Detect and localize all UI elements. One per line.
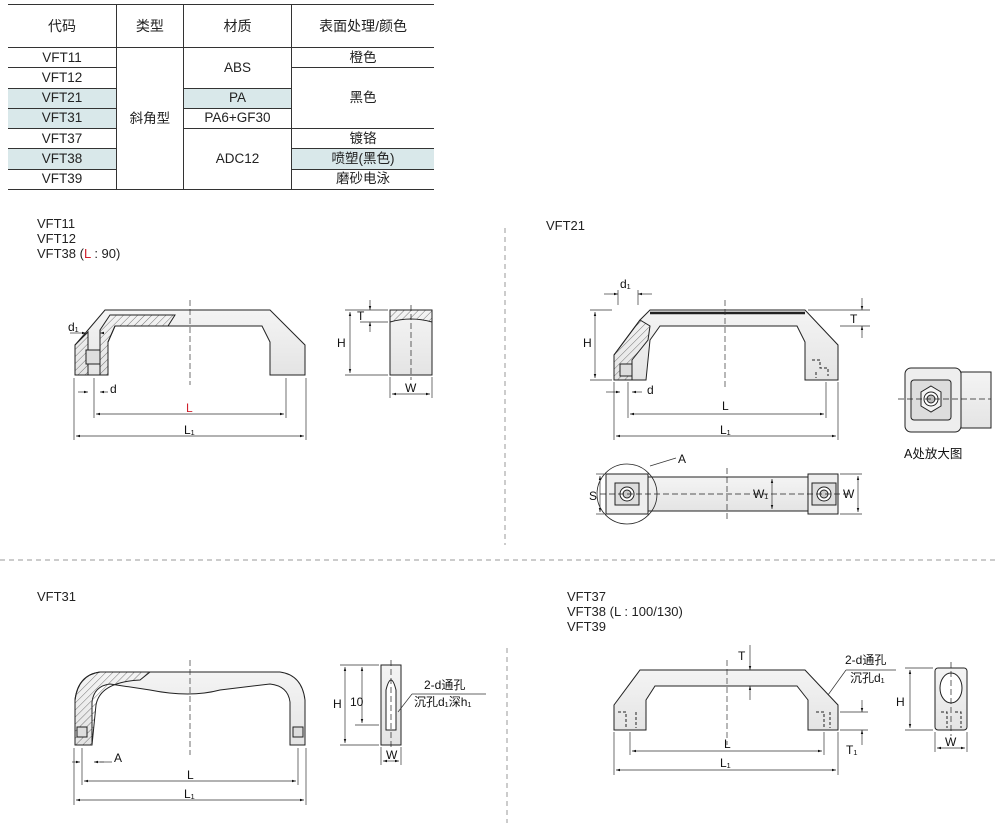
material-cell: ADC12 xyxy=(182,128,293,190)
dim-d1: d₁ xyxy=(68,320,79,334)
code-cell: VFT21 xyxy=(8,87,117,109)
label-line: VFT38 (L : 100/130) xyxy=(567,604,683,619)
code-cell: VFT38 xyxy=(8,148,117,170)
vft11-dimension-lines xyxy=(70,300,307,440)
material-cell: PA xyxy=(182,87,293,109)
dim-L: L xyxy=(724,737,731,751)
vft37-dimension-lines xyxy=(613,645,896,775)
vft31-side-view xyxy=(380,660,402,750)
label-line: VFT39 xyxy=(567,619,607,634)
vft21-label: VFT21 xyxy=(546,218,586,233)
dim-H: H xyxy=(896,695,905,709)
dim-W: W xyxy=(386,748,398,762)
dim-T: T xyxy=(850,312,858,326)
detail-a-view xyxy=(898,367,992,433)
code-cell: VFT31 xyxy=(8,107,117,130)
dim-H: H xyxy=(583,336,592,350)
note-counterbore: 沉孔d₁深h₁ xyxy=(414,695,471,709)
label-line: VFT37 xyxy=(567,589,607,604)
vft11-label: VFT11 VFT12 VFT38 (L : 90) xyxy=(37,216,120,261)
dim-T1: T₁ xyxy=(846,743,857,757)
dim-L: L xyxy=(186,401,193,415)
note-counterbore: 沉孔d₁ xyxy=(850,671,885,685)
dim-d: d xyxy=(110,382,117,396)
header-type: 类型 xyxy=(116,4,184,48)
vft11-side-dims xyxy=(345,300,433,398)
finish-cell: 磨砂电泳 xyxy=(291,168,434,191)
vft21-front-view xyxy=(613,309,839,381)
material-cell: PA6+GF30 xyxy=(182,107,293,130)
material-cell: ABS xyxy=(182,47,293,89)
dim-A: A xyxy=(114,751,122,765)
dim-L1: L₁ xyxy=(184,787,195,801)
vft37-side-view xyxy=(934,662,968,736)
dim-L: L xyxy=(722,399,729,413)
label-part: VFT38 ( xyxy=(37,246,84,261)
finish-cell: 喷塑(黑色) xyxy=(291,148,434,170)
detail-a-label: A处放大图 xyxy=(904,446,962,461)
vft31-front-view xyxy=(74,671,306,746)
dim-L1: L₁ xyxy=(184,423,195,437)
dim-S: S xyxy=(589,489,597,503)
label-line: VFT38 (L : 90) xyxy=(37,246,120,261)
header-code: 代码 xyxy=(8,4,117,48)
dim-d: d xyxy=(647,383,654,397)
dim-T: T xyxy=(357,309,365,323)
dim-W1: W₁ xyxy=(753,487,768,501)
vft21-top-dims xyxy=(596,457,862,515)
dim-d1: d₁ xyxy=(620,277,631,291)
dim-H: H xyxy=(337,336,346,350)
dim-W: W xyxy=(945,735,957,749)
vft31-label: VFT31 xyxy=(37,589,77,604)
dim-T: T xyxy=(738,649,746,663)
vft21-dimension-lines xyxy=(590,290,870,440)
label-line: VFT12 xyxy=(37,231,77,246)
note-through-hole: 2-d通孔 xyxy=(424,678,465,692)
dim-H: H xyxy=(333,697,342,711)
vft37-front-view xyxy=(613,669,839,731)
finish-cell: 镀铬 xyxy=(291,128,434,150)
dim-W: W xyxy=(405,381,417,395)
dim-A: A xyxy=(678,452,686,466)
code-cell: VFT39 xyxy=(8,168,117,191)
finish-cell: 橙色 xyxy=(291,46,434,69)
vft37-side-dims xyxy=(905,667,968,752)
vft31-side-dims xyxy=(340,664,486,765)
vft37-label: VFT37 VFT38 (L : 100/130) VFT39 xyxy=(567,589,683,634)
dim-L: L xyxy=(187,768,194,782)
vft11-side-view xyxy=(389,305,433,380)
vft21-top-view xyxy=(596,463,850,525)
dim-L1: L₁ xyxy=(720,423,731,437)
type-cell: 斜角型 xyxy=(116,47,184,190)
finish-cell: 黑色 xyxy=(291,67,434,130)
label-part: : 90) xyxy=(90,246,121,261)
dim-ten: 10 xyxy=(350,695,364,709)
note-through-hole: 2-d通孔 xyxy=(845,653,886,667)
label-part: L xyxy=(83,246,91,261)
dim-W: W xyxy=(843,487,855,501)
vft31-dimension-lines xyxy=(72,660,307,805)
label-line: VFT11 xyxy=(37,216,76,231)
header-material: 材质 xyxy=(182,4,293,48)
spec-table: 代码 类型 材质 表面处理/颜色 VFT11 斜角型 ABS 橙色 VFT12 … xyxy=(8,4,434,191)
dim-L1: L₁ xyxy=(720,756,731,770)
